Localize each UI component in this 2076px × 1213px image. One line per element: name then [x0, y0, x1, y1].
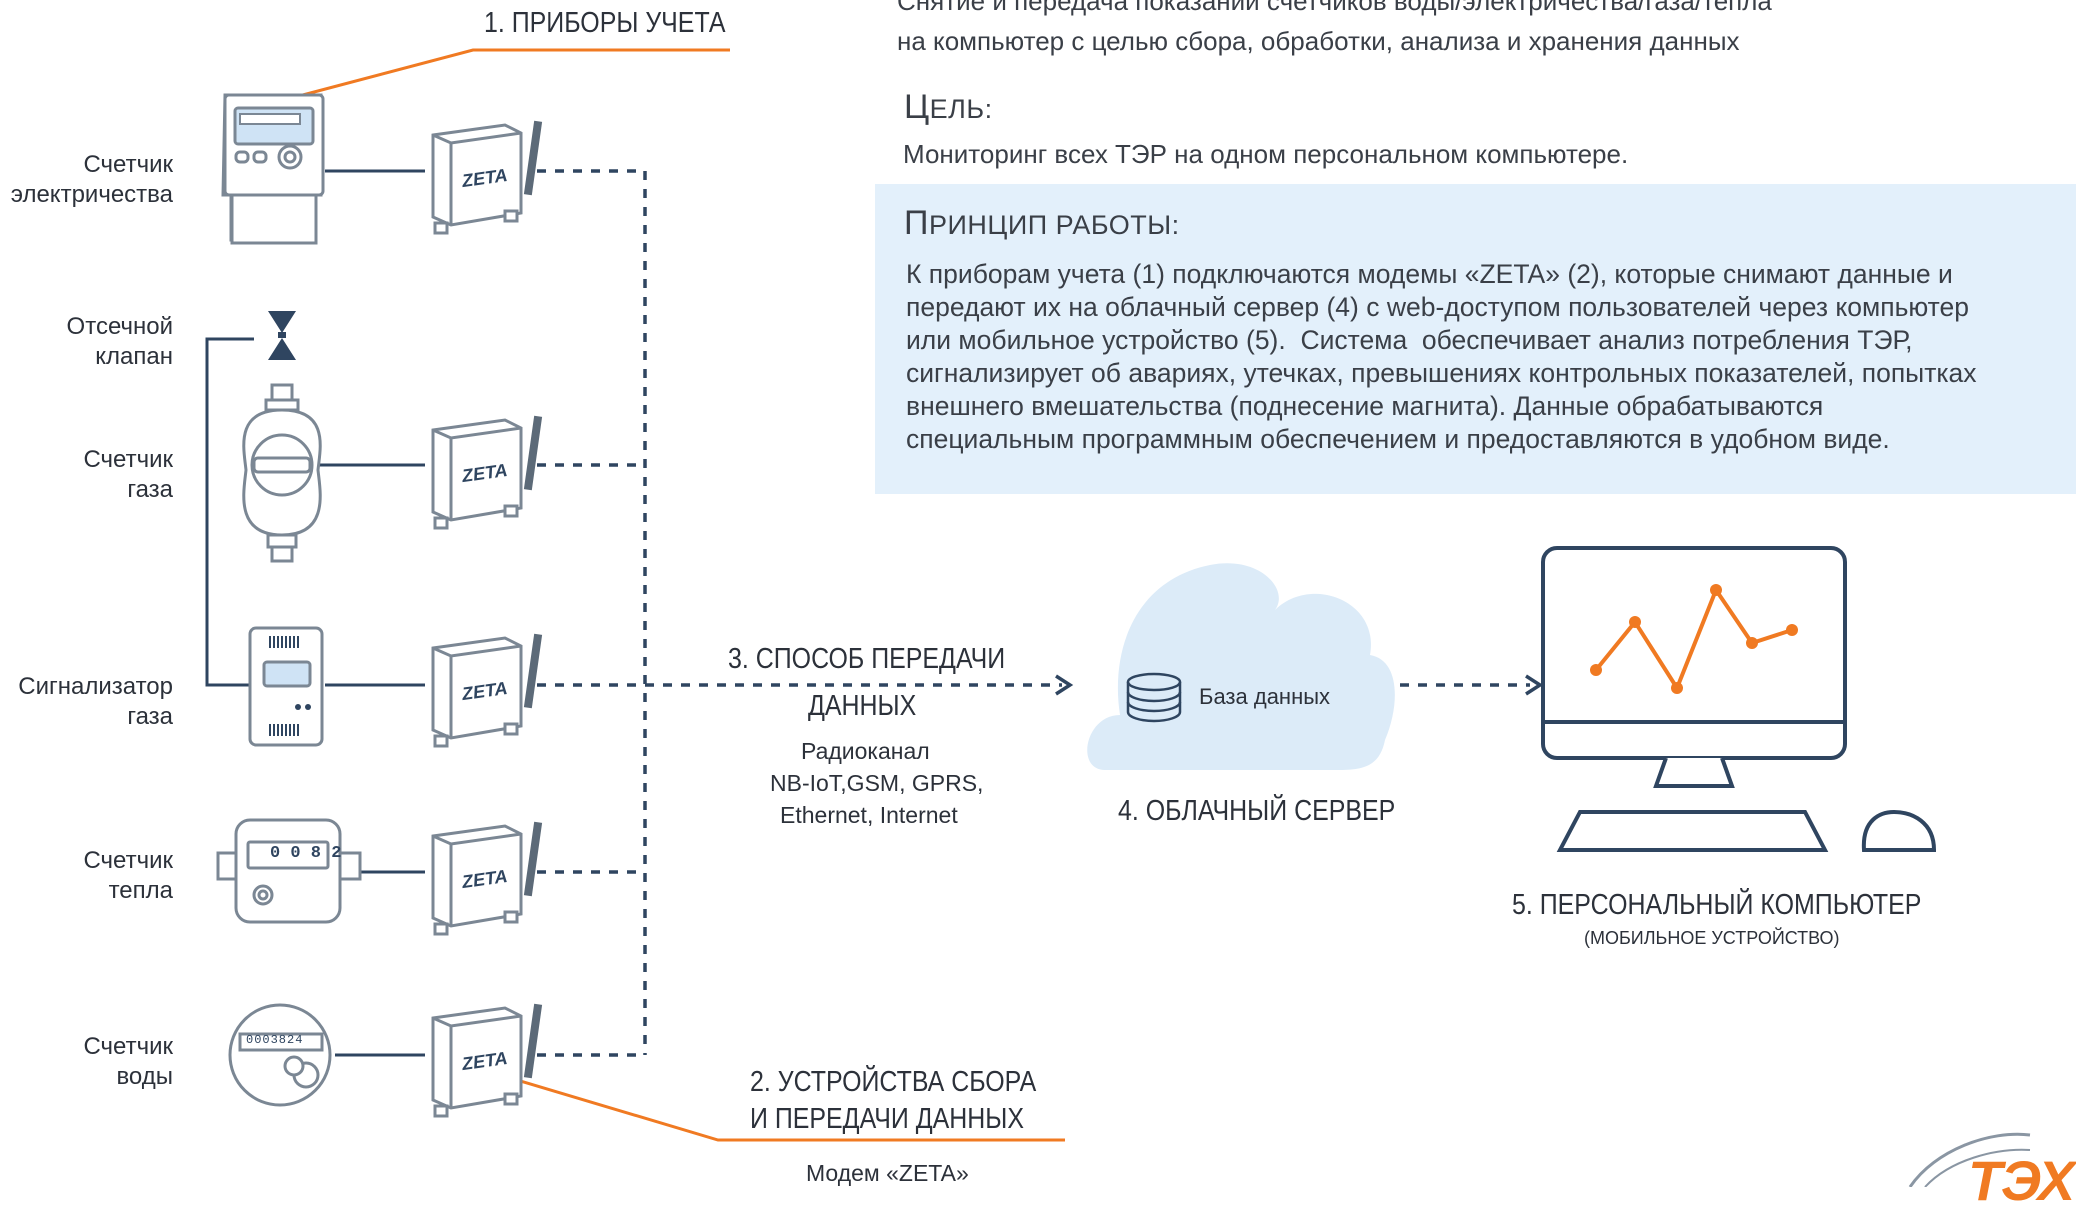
cloud-section-title: 4. ОБЛАЧНЫЙ СЕРВЕР	[1118, 795, 1396, 827]
device-label-gas-alarm-line1: Сигнализатор	[18, 673, 173, 700]
device-label-gas-meter-line2: газа	[127, 476, 173, 503]
device-label-heat-meter-line2: тепла	[108, 877, 173, 904]
intro-line-1: Снятие и передача показаний счетчиков во…	[897, 0, 1772, 16]
device-label-gas-alarm-line2: газа	[127, 703, 173, 730]
database-icon	[1126, 672, 1182, 723]
principle-box	[875, 184, 2076, 494]
device-label-water-meter-line2: воды	[116, 1063, 173, 1090]
transfer-section-title-line1: 3. СПОСОБ ПЕРЕДАЧИ	[728, 643, 1006, 675]
logo-text: ТЭХ	[1968, 1149, 2075, 1212]
device-label-valve-line1: Отсечной	[66, 313, 173, 340]
water-meter-icon	[228, 1003, 332, 1107]
pc-section-title: 5. ПЕРСОНАЛЬНЫЙ КОМПЬЮТЕР	[1512, 889, 1922, 921]
principle-line-4: сигнализирует об авариях, утечках, превы…	[906, 358, 1977, 388]
devices-section-title-line2: И ПЕРЕДАЧИ ДАННЫХ	[750, 1103, 1025, 1135]
goal-title-cap: Ц	[904, 88, 930, 126]
computer-icon	[1541, 546, 1937, 852]
principle-line-2: передают их на облачный сервер (4) с web…	[906, 292, 1970, 322]
transfer-section-title-line2: ДАННЫХ	[808, 690, 917, 722]
computer-graph	[1590, 584, 1798, 694]
device-label-electricity-line1: Счетчик	[83, 151, 173, 178]
heat-meter-icon	[216, 818, 362, 924]
device-label-valve: Отсечной клапан	[0, 312, 173, 372]
meters-section-title: 1. ПРИБОРЫ УЧЕТА	[484, 7, 726, 39]
channel-line-1: Радиоканал	[801, 738, 930, 764]
modem-icon-5: ZETA	[431, 1003, 543, 1118]
principle-line-5: внешнего вмешательства (поднесение магни…	[906, 391, 1824, 421]
modem-icon-4: ZETA	[431, 821, 543, 936]
device-label-electricity: Счетчик электричества	[0, 150, 173, 210]
shutoff-valve-icon	[268, 311, 296, 360]
devices-section-title-line1: 2. УСТРОЙСТВА СБОРА	[750, 1066, 1037, 1098]
device-label-gas-alarm: Сигнализатор газа	[0, 672, 173, 732]
cloud-icon	[1087, 563, 1395, 770]
channel-line-3: Ethernet, Internet	[780, 802, 958, 828]
device-label-water-meter: Счетчик воды	[0, 1032, 173, 1092]
water-meter-display: 0003824	[246, 1033, 304, 1047]
intro-line-2: на компьютер с целью сбора, обработки, а…	[897, 26, 1740, 56]
gas-alarm-icon	[248, 626, 324, 747]
pc-section-subtitle: (МОБИЛЬНОЕ УСТРОЙСТВО)	[1584, 928, 1840, 948]
principle-line-3: или мобильное устройство (5). Система об…	[906, 325, 1913, 355]
heat-meter-display: 0 0 8 2	[270, 844, 342, 863]
modem-icon-2: ZETA	[431, 415, 543, 530]
principle-line-1: К приборам учета (1) подключаются модемы…	[906, 259, 1953, 289]
arrow-heads	[1055, 674, 1544, 696]
goal-title: Цель:	[904, 88, 993, 127]
device-label-heat-meter-line1: Счетчик	[83, 847, 173, 874]
device-label-heat-meter: Счетчик тепла	[0, 846, 173, 906]
company-logo	[1908, 1132, 2031, 1187]
meter-modem-links	[205, 169, 425, 1057]
device-label-gas-meter: Счетчик газа	[0, 445, 173, 505]
device-label-electricity-line2: электричества	[10, 181, 173, 208]
modem-icon-3: ZETA	[431, 633, 543, 748]
principle-title: Принцип работы:	[904, 204, 1180, 243]
goal-title-rest: ель:	[929, 94, 993, 124]
goal-text: Мониторинг всех ТЭР на одном персонально…	[903, 139, 1629, 169]
dashed-data-links	[537, 169, 1530, 1057]
scheme-diagram: ZETA ZETA ZETA	[205, 48, 2031, 1187]
meters-callout-line	[275, 48, 730, 106]
principle-line-6: специальным программным обеспечением и п…	[906, 424, 1890, 454]
device-label-valve-line2: клапан	[95, 343, 173, 370]
device-label-gas-meter-line1: Счетчик	[83, 446, 173, 473]
gas-meter-icon	[242, 383, 322, 563]
principle-title-rest: ринцип работы:	[928, 210, 1180, 240]
modem-caption: Модем «ZETA»	[806, 1160, 969, 1186]
principle-title-cap: П	[904, 204, 929, 242]
database-label: База данных	[1199, 684, 1331, 709]
channel-line-2: NB-IoT,GSM, GPRS,	[770, 770, 984, 796]
device-label-water-meter-line1: Счетчик	[83, 1033, 173, 1060]
electricity-meter-icon	[221, 93, 325, 245]
modem-icon-1: ZETA	[431, 120, 543, 235]
